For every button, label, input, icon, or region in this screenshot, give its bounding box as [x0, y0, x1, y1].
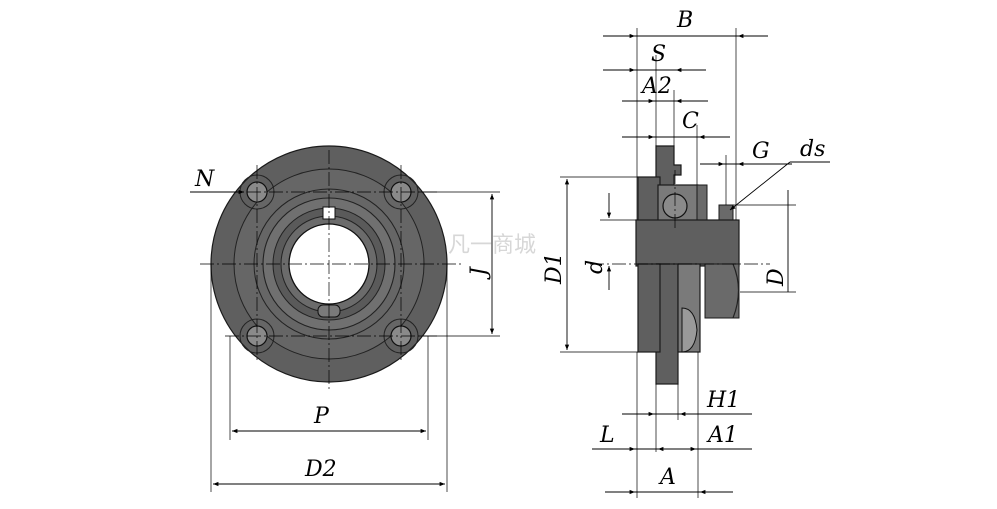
housing-lower-block — [637, 263, 661, 353]
bearing-lower-curve — [681, 307, 698, 353]
side-view: B S A2 C G ds D1 d — [542, 8, 830, 498]
label-A2: A2 — [640, 74, 672, 99]
label-ds: ds — [800, 137, 825, 162]
label-B: B — [676, 8, 693, 33]
collar-lower — [704, 263, 740, 319]
housing-left-block — [637, 176, 661, 222]
label-G: G — [752, 139, 770, 164]
label-J: J — [467, 266, 492, 280]
collar-edge — [732, 263, 740, 319]
label-D1: D1 — [542, 252, 567, 285]
label-L: L — [599, 423, 615, 448]
label-S: S — [651, 42, 666, 67]
label-H1: H1 — [706, 388, 740, 413]
label-D: D — [764, 268, 789, 287]
label-A1: A1 — [706, 423, 738, 448]
label-N: N — [194, 167, 215, 192]
label-d: d — [583, 260, 608, 274]
label-P: P — [313, 404, 330, 429]
label-A: A — [658, 465, 676, 490]
bearing-outer-part — [696, 184, 708, 222]
label-D2: D2 — [304, 457, 337, 482]
label-C: C — [682, 109, 699, 134]
inner-sleeve — [635, 219, 740, 267]
front-view: N J P D2 — [190, 145, 500, 492]
